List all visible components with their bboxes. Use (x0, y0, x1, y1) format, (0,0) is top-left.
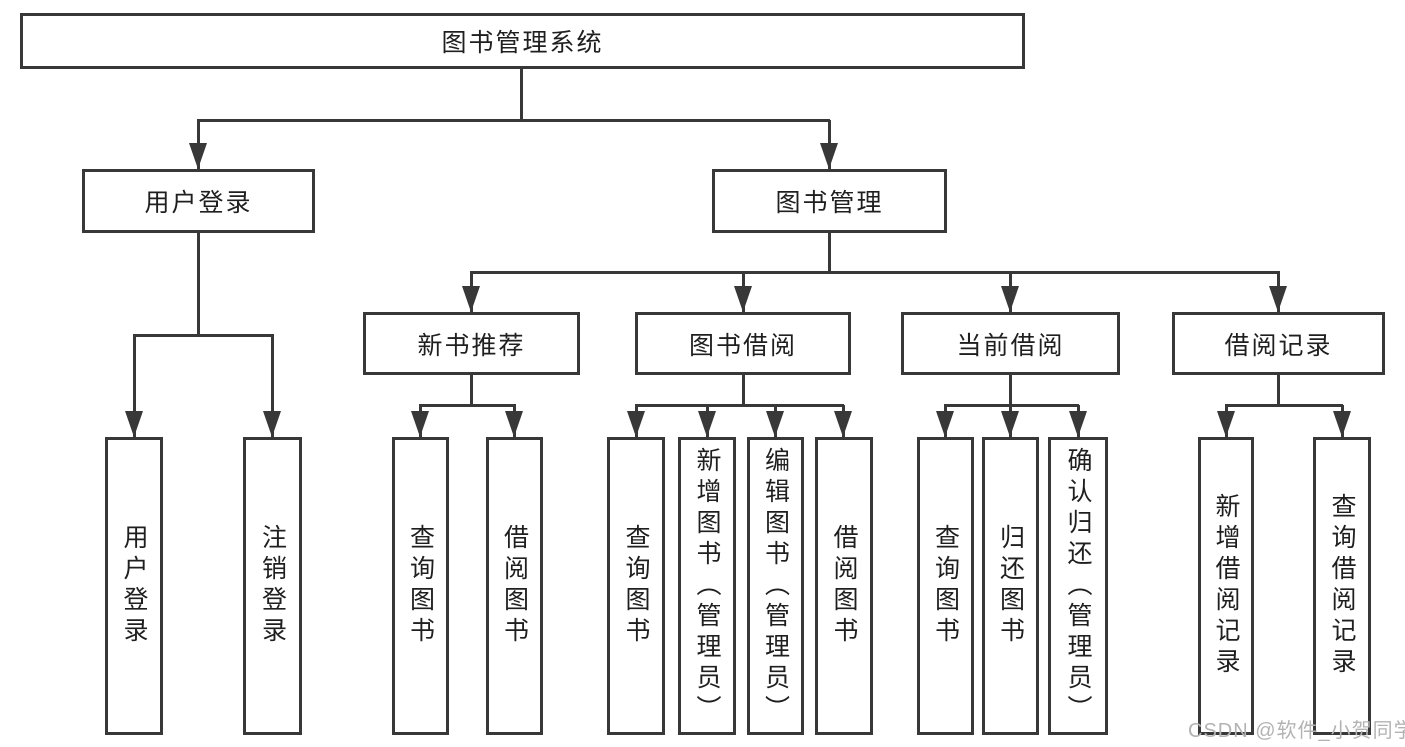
leaf-return-books: 归还图书 (982, 437, 1039, 735)
leaf-query-books-recommend: 查询图书 (392, 437, 449, 735)
leaf-confirm-return-admin: 确认归还（管理员） (1048, 437, 1108, 735)
connector-line (470, 271, 1280, 274)
arrow-down-icon (1069, 411, 1087, 437)
node-borrowing-records: 借阅记录 (1172, 312, 1385, 375)
node-book-borrowing: 图书借阅 (635, 312, 851, 375)
arrow-down-icon (1217, 411, 1235, 437)
node-user-login-label: 用户登录 (144, 189, 253, 217)
arrow-down-icon (627, 411, 645, 437)
arrow-down-icon (1001, 411, 1019, 437)
connector-line (520, 69, 523, 120)
connector-line (742, 375, 745, 406)
leaf-query-books-borrow-label: 查询图书 (622, 524, 650, 648)
node-library-system: 图书管理系统 (20, 13, 1025, 69)
leaf-borrow-books-recommend: 借阅图书 (486, 437, 543, 735)
connector-line (133, 334, 274, 337)
node-book-borrowing-label: 图书借阅 (688, 331, 797, 360)
node-book-management-label: 图书管理 (775, 189, 884, 217)
leaf-query-borrow-record: 查询借阅记录 (1313, 437, 1371, 735)
arrow-down-icon (1333, 411, 1351, 437)
arrow-down-icon (834, 411, 852, 437)
node-library-system-label: 图书管理系统 (441, 29, 604, 57)
node-current-borrowing-label: 当前借阅 (956, 331, 1065, 360)
leaf-query-books-current: 查询图书 (917, 437, 974, 735)
arrow-down-icon (505, 411, 523, 437)
node-current-borrowing: 当前借阅 (901, 312, 1120, 375)
connector-line (1277, 375, 1280, 406)
leaf-query-books-borrow: 查询图书 (607, 437, 665, 735)
leaf-add-borrow-record-label: 新增借阅记录 (1212, 493, 1240, 679)
connector-line (635, 404, 844, 407)
watermark: CSDN @软件_小贺同学 (1188, 720, 1405, 742)
arrow-down-icon (766, 411, 784, 437)
leaf-borrow-books-borrow-label: 借阅图书 (830, 524, 858, 648)
leaf-edit-books-admin: 编辑图书（管理员） (747, 437, 804, 735)
node-new-book-recommend: 新书推荐 (363, 312, 580, 375)
connector-line (470, 375, 473, 406)
arrow-down-icon (462, 286, 480, 312)
connector-line (419, 404, 516, 407)
connector-line (133, 335, 136, 437)
node-user-login: 用户登录 (82, 169, 315, 233)
connector-line (197, 119, 830, 122)
node-new-book-recommend-label: 新书推荐 (417, 331, 526, 360)
arrow-down-icon (189, 143, 207, 169)
leaf-add-books-admin-label: 新增图书（管理员） (693, 446, 721, 726)
arrow-down-icon (1269, 286, 1287, 312)
arrow-down-icon (263, 411, 281, 437)
leaf-logout-login: 注销登录 (243, 437, 302, 735)
arrow-down-icon (698, 411, 716, 437)
connector-line (828, 233, 831, 272)
leaf-confirm-return-admin-label: 确认归还（管理员） (1064, 446, 1092, 726)
leaf-borrow-books-recommend-label: 借阅图书 (500, 524, 529, 648)
leaf-edit-books-admin-label: 编辑图书（管理员） (761, 446, 790, 726)
node-borrowing-records-label: 借阅记录 (1224, 331, 1333, 360)
connector-line (197, 233, 200, 335)
arrow-down-icon (125, 411, 143, 437)
connector-line (1009, 375, 1012, 406)
leaf-add-borrow-record: 新增借阅记录 (1198, 437, 1254, 735)
leaf-return-books-label: 归还图书 (996, 524, 1025, 648)
leaf-logout-login-label: 注销登录 (258, 524, 287, 648)
arrow-down-icon (734, 286, 752, 312)
node-book-management: 图书管理 (712, 169, 947, 233)
connector-line (271, 335, 274, 437)
leaf-query-books-current-label: 查询图书 (931, 524, 960, 648)
arrow-down-icon (1001, 286, 1019, 312)
leaf-query-books-recommend-label: 查询图书 (406, 524, 435, 648)
leaf-add-books-admin: 新增图书（管理员） (678, 437, 736, 735)
arrow-down-icon (936, 411, 954, 437)
connector-line (1225, 404, 1343, 407)
leaf-user-login: 用户登录 (105, 437, 163, 735)
leaf-borrow-books-borrow: 借阅图书 (815, 437, 873, 735)
arrow-down-icon (411, 411, 429, 437)
leaf-user-login-label: 用户登录 (120, 524, 148, 648)
leaf-query-borrow-record-label: 查询借阅记录 (1328, 493, 1356, 679)
arrow-down-icon (820, 143, 838, 169)
